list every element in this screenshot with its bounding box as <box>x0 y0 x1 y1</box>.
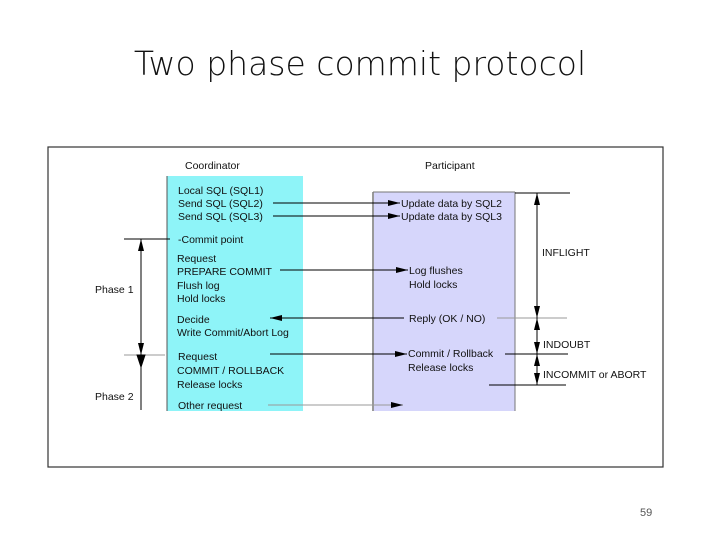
step: Reply (OK / NO) <box>409 313 485 325</box>
step: COMMIT / ROLLBACK <box>177 365 284 377</box>
page-number: 59 <box>640 507 653 519</box>
state-inflight: INFLIGHT <box>542 247 590 259</box>
step: Send SQL (SQL2) <box>178 198 263 210</box>
step: PREPARE COMMIT <box>177 266 272 278</box>
phase-1-label: Phase 1 <box>95 284 134 296</box>
participant-steps: Update data by SQL2 Update data by SQL3 … <box>401 198 502 374</box>
coordinator-header: Coordinator <box>185 160 240 172</box>
step: Log flushes <box>409 265 463 277</box>
phase-2-label: Phase 2 <box>95 391 134 403</box>
step: Hold locks <box>409 279 457 291</box>
step: Local SQL (SQL1) <box>178 185 263 197</box>
step: Release locks <box>408 362 473 374</box>
step: Decide <box>177 314 210 326</box>
step: Release locks <box>177 379 242 391</box>
state-indoubt: INDOUBT <box>543 339 591 351</box>
step: Commit / Rollback <box>408 348 494 360</box>
step: Request <box>178 351 217 363</box>
coordinator-box <box>167 176 303 411</box>
state-markers <box>489 192 570 386</box>
step: Request <box>177 253 216 265</box>
participant-header: Participant <box>425 160 475 172</box>
state-incommit-abort: INCOMMIT or ABORT <box>543 369 647 381</box>
slide-title: Two phase commit protocol <box>133 44 587 83</box>
step: Flush log <box>177 280 220 292</box>
message-arrows <box>268 200 408 408</box>
phase-markers <box>124 238 170 410</box>
participant-box <box>373 192 515 411</box>
step: Other request <box>178 400 242 412</box>
step: Update data by SQL2 <box>401 198 502 210</box>
step: Send SQL (SQL3) <box>178 211 263 223</box>
step: Write Commit/Abort Log <box>177 327 289 339</box>
step: Update data by SQL3 <box>401 211 502 223</box>
coordinator-steps: Local SQL (SQL1) Send SQL (SQL2) Send SQ… <box>177 185 289 412</box>
step: -Commit point <box>178 234 243 246</box>
step: Hold locks <box>177 293 225 305</box>
diagram-frame <box>47 146 664 468</box>
